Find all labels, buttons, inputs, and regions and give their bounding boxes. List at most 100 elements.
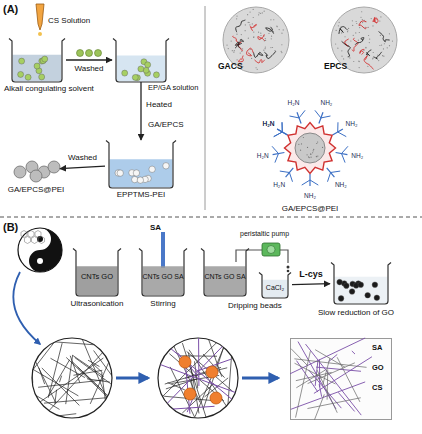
texture-dot [353, 61, 354, 62]
bead [137, 177, 143, 183]
pei-branch [275, 154, 279, 163]
texture-dot [241, 34, 242, 35]
texture-dot [268, 33, 269, 34]
pei-branch [310, 180, 318, 185]
texture-dot [257, 69, 258, 70]
beaker-outline [331, 263, 391, 305]
fiber [291, 382, 365, 409]
bead [132, 176, 138, 182]
texture-dot [228, 48, 229, 49]
annotation-text: NH₂ [335, 181, 347, 188]
hexagon [24, 237, 30, 244]
texture-dot [358, 40, 359, 41]
texture-dot [242, 48, 243, 49]
texture-dot [263, 50, 264, 51]
process-arrow [60, 166, 105, 169]
fiber [42, 368, 80, 405]
texture-dot [389, 45, 390, 46]
beaker: Slow reduction of GO [330, 262, 392, 304]
node-label: EPCS [324, 62, 347, 72]
bead [30, 170, 42, 182]
shape-outline [105, 140, 177, 188]
texture-dot [353, 35, 354, 36]
pei-branch [282, 122, 283, 132]
chain-structure [266, 27, 274, 34]
texture-dot [347, 31, 348, 32]
box-outline [291, 339, 392, 420]
bead [163, 163, 169, 169]
texture-dot [276, 26, 277, 27]
texture-dot [379, 45, 380, 46]
texture-dot [359, 67, 360, 68]
chain-structure [238, 56, 243, 62]
beaker-outline [259, 273, 291, 299]
annotation-text: (A) [3, 3, 18, 16]
pei-branch [274, 132, 283, 137]
texture-dot [234, 50, 235, 51]
texture-dot [341, 32, 342, 33]
beaker-liquid [335, 277, 388, 304]
beaker-liquid [143, 266, 184, 295]
bead [145, 62, 151, 68]
annotation-text: H₂N [262, 120, 274, 127]
texture-dot [360, 17, 361, 18]
texture-dot [372, 57, 373, 58]
texture-dot [356, 23, 357, 24]
texture-dot [258, 14, 259, 15]
fiber [296, 370, 325, 388]
fiber [327, 370, 329, 400]
texture-dot [233, 52, 234, 53]
fiber [66, 357, 114, 403]
panel-divider [205, 6, 206, 210]
bead [133, 170, 139, 176]
chain-structure [366, 50, 371, 56]
texture-dot [231, 41, 232, 42]
texture-dot [253, 9, 254, 10]
chain-structure [250, 24, 256, 31]
bead [338, 296, 344, 302]
beaker-liquid [205, 266, 246, 295]
texture-dot [338, 25, 339, 26]
node-label: GO [372, 364, 384, 373]
fiber [295, 363, 336, 384]
texture-dot [383, 48, 384, 49]
beaker: CNTs GO SAStirring [138, 248, 188, 296]
pei-branch [282, 122, 283, 132]
texture-dot [365, 47, 366, 48]
chain-structure [373, 52, 381, 59]
hexagon [28, 231, 34, 238]
node-label: GACS [218, 62, 243, 72]
fiber [94, 351, 114, 378]
fiber [236, 381, 238, 411]
bead [153, 72, 159, 78]
beaker-liquid [13, 55, 62, 82]
annotation-text: H₂N [273, 181, 285, 188]
texture-dot [313, 149, 314, 150]
texture-dot [270, 47, 271, 48]
step-arrow [116, 377, 148, 380]
fiber [43, 348, 106, 416]
texture-dot [335, 43, 336, 44]
node-label: Alkali congulating solvent [4, 84, 94, 93]
texture-dot [248, 22, 249, 23]
ion-cluster [210, 392, 222, 404]
fiber [352, 351, 355, 354]
annotation-text: SA [150, 223, 161, 232]
bead [349, 289, 355, 295]
texture-dot [309, 157, 310, 158]
fiber [170, 367, 196, 420]
bead [34, 63, 40, 69]
texture-dot [260, 35, 261, 36]
hexagon [31, 237, 37, 244]
droplet [38, 32, 42, 36]
texture-dot [380, 35, 381, 36]
node-label: CNTs GO [75, 273, 119, 282]
texture-dot [349, 57, 350, 58]
chain-structure [246, 48, 253, 56]
annotation-text: CS Solution [48, 16, 90, 25]
texture-dot [232, 50, 233, 51]
fiber [178, 353, 199, 377]
texture-dot [265, 46, 266, 47]
chain-structure [236, 20, 246, 32]
texture-dot [341, 56, 342, 57]
